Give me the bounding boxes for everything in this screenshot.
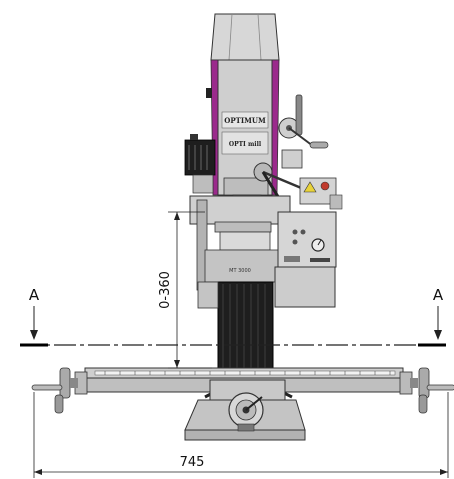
brand-logo-text: OPTI mill — [229, 141, 262, 148]
section-label-left: A — [29, 286, 40, 304]
electrical-control-panel — [274, 211, 337, 308]
table-scale — [94, 370, 396, 376]
section-line-a-a: A A — [20, 286, 446, 347]
head-top-cap — [210, 13, 280, 61]
machine-column — [197, 281, 274, 371]
section-label-right: A — [433, 286, 444, 304]
saddle-and-base — [184, 379, 306, 441]
emergency-stop-switch — [320, 181, 330, 191]
milling-head: OPTIMUM OPTI mill — [184, 13, 343, 216]
height-dimension: 0-360 — [158, 211, 212, 369]
left-table-handwheel — [31, 367, 78, 414]
lower-cabinet — [274, 266, 336, 308]
warning-sign — [303, 181, 317, 193]
nameplate-text: MT 3000 — [229, 268, 251, 274]
overall-width-label: 745 — [180, 455, 205, 470]
right-table-handwheel — [410, 367, 454, 414]
height-range-label: 0-360 — [158, 271, 173, 309]
brand-text-top: OPTIMUM — [224, 116, 266, 125]
width-dimension: 745 — [33, 392, 449, 478]
head-carriage: MT 3000 — [189, 195, 291, 291]
